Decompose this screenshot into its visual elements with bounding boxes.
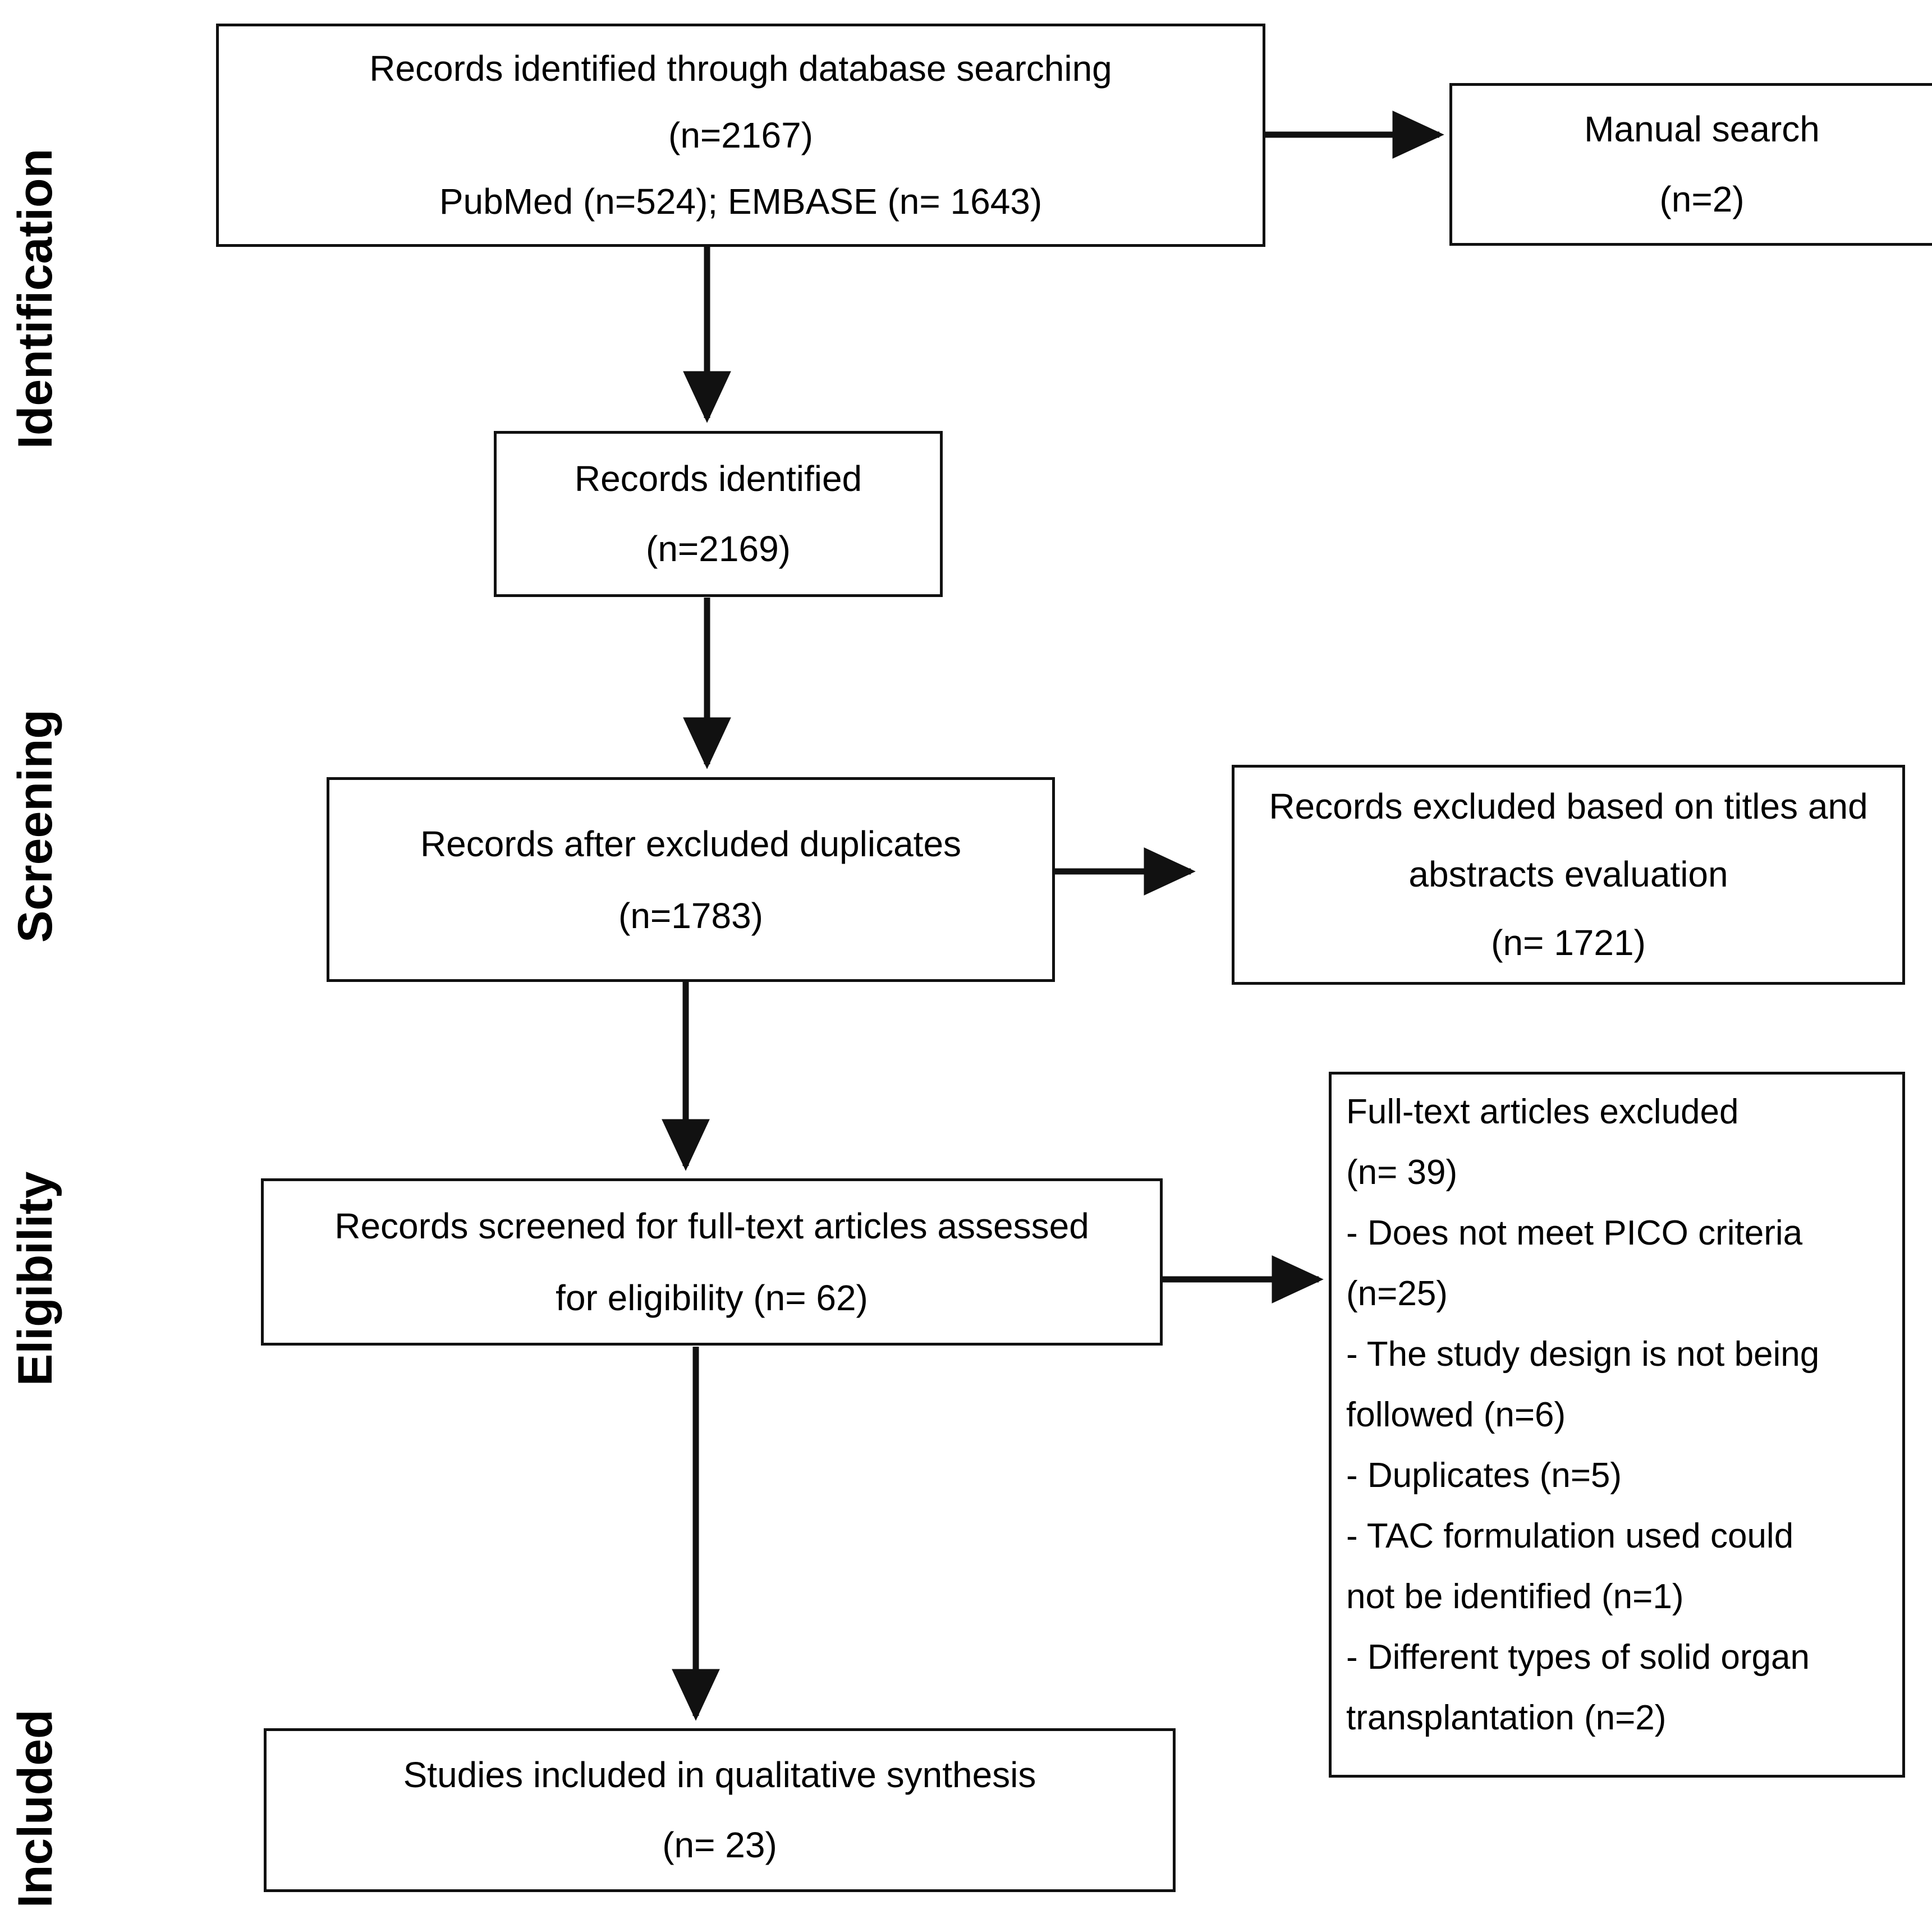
box-records-identified-line-2: (n=2169) [646, 529, 791, 569]
box-fulltext-excluded-line-11: transplantation (n=2) [1346, 1699, 1667, 1737]
box-studies-included-line-2: (n= 23) [662, 1825, 777, 1865]
box-records-screened-line-2: for eligibility (n= 62) [556, 1278, 868, 1318]
box-fulltext-excluded-line-7: - Duplicates (n=5) [1346, 1456, 1622, 1495]
stage-label-included: Included [8, 1709, 62, 1908]
box-fulltext-excluded-line-4: (n=25) [1346, 1274, 1448, 1313]
box-database-search-line-3: PubMed (n=524); EMBASE (n= 1643) [439, 181, 1043, 222]
box-records-screened-line-1: Records screened for full-text articles … [334, 1206, 1089, 1246]
box-manual-search-line-1: Manual search [1584, 109, 1820, 150]
box-records-screened-fulltext: Records screened for full-text articles … [261, 1178, 1163, 1346]
box-records-after-duplicates-line-1: Records after excluded duplicates [420, 823, 962, 864]
box-fulltext-excluded-line-5: - The study design is not being [1346, 1335, 1820, 1374]
box-fulltext-excluded-line-9: not be identified (n=1) [1346, 1577, 1684, 1616]
box-database-search-line-2: (n=2167) [668, 114, 813, 155]
box-records-excluded-line-3: (n= 1721) [1491, 922, 1646, 963]
box-database-search-line-1: Records identified through database sear… [369, 48, 1112, 89]
box-records-after-duplicates-line-2: (n=1783) [618, 895, 763, 936]
box-records-excluded-titles-abstracts: Records excluded based on titles and abs… [1232, 765, 1905, 985]
box-records-excluded-line-2: abstracts evaluation [1408, 854, 1728, 895]
stage-label-identification: Identification [8, 148, 62, 449]
box-records-identified-line-1: Records identified [574, 458, 862, 499]
box-fulltext-excluded-line-2: (n= 39) [1346, 1153, 1458, 1192]
box-records-identified: Records identified (n=2169) [494, 431, 943, 597]
box-manual-search: Manual search (n=2) [1449, 83, 1932, 246]
stage-label-screening: Screening [8, 709, 62, 943]
box-manual-search-line-2: (n=2) [1659, 179, 1745, 219]
box-studies-included: Studies included in qualitative synthesi… [264, 1728, 1176, 1892]
box-records-excluded-line-1: Records excluded based on titles and [1269, 786, 1868, 827]
box-fulltext-excluded-line-8: - TAC formulation used could [1346, 1517, 1794, 1555]
box-records-after-duplicates: Records after excluded duplicates (n=178… [327, 777, 1055, 982]
box-fulltext-excluded-line-6: followed (n=6) [1346, 1395, 1566, 1434]
box-database-search: Records identified through database sear… [216, 24, 1265, 247]
stage-label-eligibility: Eligibility [8, 1171, 62, 1386]
box-fulltext-articles-excluded: Full-text articles excluded (n= 39) - Do… [1329, 1072, 1905, 1778]
box-fulltext-excluded-line-3: - Does not meet PICO criteria [1346, 1214, 1803, 1252]
box-studies-included-line-1: Studies included in qualitative synthesi… [403, 1755, 1036, 1796]
box-fulltext-excluded-line-10: - Different types of solid organ [1346, 1638, 1810, 1677]
box-fulltext-excluded-line-1: Full-text articles excluded [1346, 1092, 1739, 1131]
